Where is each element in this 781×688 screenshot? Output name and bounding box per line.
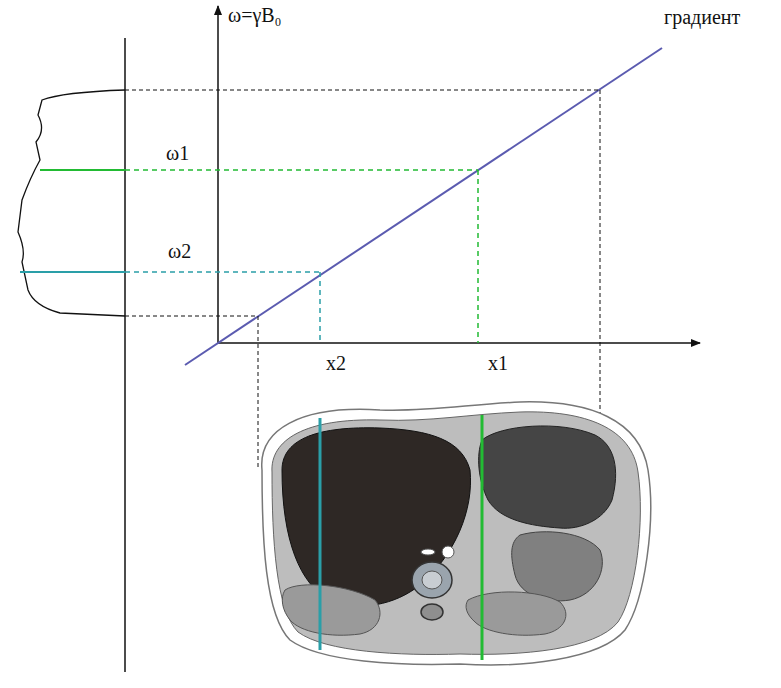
gradient-line [185, 48, 662, 365]
green-guide [40, 170, 482, 660]
spectrum-axis [124, 38, 126, 672]
gradient-label: градиент [664, 6, 740, 28]
spectrum-profile [18, 90, 125, 316]
frequency-label: ω2 [168, 240, 191, 262]
abdomen-section [262, 402, 651, 665]
teal-guide [20, 272, 320, 650]
x-axis [218, 342, 700, 344]
position-label: x1 [488, 352, 508, 374]
y-axis [217, 6, 219, 343]
position-label: x2 [326, 352, 346, 374]
frequency-label: ω1 [166, 142, 189, 164]
axis-label: ω=γB₀ [228, 4, 282, 26]
